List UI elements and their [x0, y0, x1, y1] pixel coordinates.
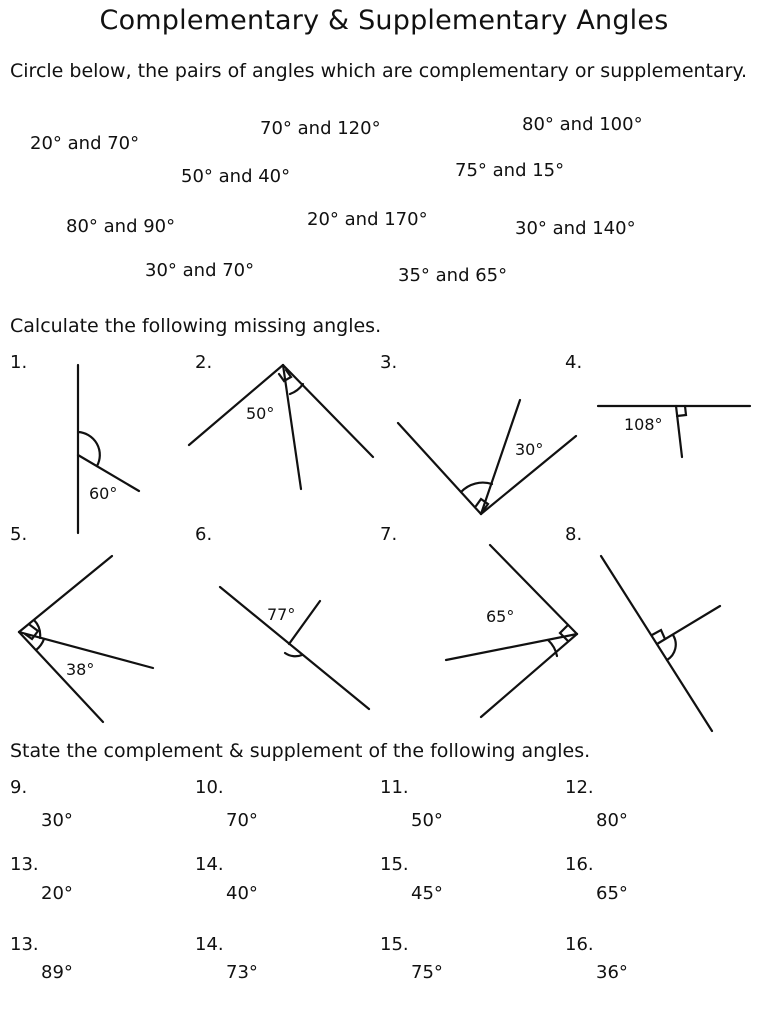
angle-label: 50°: [246, 404, 274, 423]
item-number: 15.: [380, 934, 409, 955]
angle-pair[interactable]: 70° and 120°: [260, 118, 381, 139]
problem-number: 7.: [380, 524, 398, 545]
given-angle: 65°: [596, 883, 628, 904]
angle-label: 65°: [486, 607, 514, 626]
diagram-8: [599, 554, 722, 733]
angle-pair[interactable]: 20° and 170°: [307, 209, 428, 230]
given-angle: 50°: [411, 810, 443, 831]
diagram-3: [396, 398, 578, 516]
problem-number: 1.: [10, 352, 28, 373]
problem-number: 4.: [565, 352, 583, 373]
section1-instruction: Circle below, the pairs of angles which …: [10, 60, 748, 82]
given-angle: 30°: [41, 810, 73, 831]
angle-pair[interactable]: 75° and 15°: [455, 160, 565, 181]
given-angle: 36°: [596, 962, 628, 983]
angle-label: 60°: [89, 484, 117, 503]
problem-number: 2.: [195, 352, 213, 373]
angle-pair[interactable]: 30° and 140°: [515, 218, 636, 239]
angle-label: 38°: [66, 660, 94, 679]
angle-pair[interactable]: 80° and 90°: [66, 216, 176, 237]
given-angle: 70°: [226, 810, 258, 831]
diagram-6: [218, 585, 371, 711]
item-number: 16.: [565, 934, 594, 955]
problem-number: 5.: [10, 524, 28, 545]
problem-number: 3.: [380, 352, 398, 373]
diagram-4: [596, 404, 752, 459]
diagram-7: [444, 543, 579, 719]
item-number: 15.: [380, 854, 409, 875]
angle-pair[interactable]: 50° and 40°: [181, 166, 291, 187]
given-angle: 75°: [411, 962, 443, 983]
diagram-5: [17, 554, 155, 724]
item-number: 13.: [10, 854, 39, 875]
item-number: 10.: [195, 777, 224, 798]
given-angle: 89°: [41, 962, 73, 983]
given-angle: 40°: [226, 883, 258, 904]
angle-label: 108°: [624, 415, 663, 434]
diagram-1: [76, 363, 141, 535]
section3-instruction: State the complement & supplement of the…: [10, 740, 591, 762]
item-number: 14.: [195, 854, 224, 875]
problem-number: 6.: [195, 524, 213, 545]
angle-label: 77°: [267, 605, 295, 624]
given-angle: 45°: [411, 883, 443, 904]
problem-number: 8.: [565, 524, 583, 545]
diagram-2: [187, 363, 375, 491]
angle-pair[interactable]: 80° and 100°: [522, 114, 643, 135]
item-number: 13.: [10, 934, 39, 955]
item-number: 12.: [565, 777, 594, 798]
angle-pair[interactable]: 20° and 70°: [30, 133, 140, 154]
item-number: 9.: [10, 777, 28, 798]
section2-instruction: Calculate the following missing angles.: [10, 315, 382, 337]
item-number: 16.: [565, 854, 594, 875]
given-angle: 20°: [41, 883, 73, 904]
worksheet-title: Complementary & Supplementary Angles: [99, 5, 669, 36]
item-number: 11.: [380, 777, 409, 798]
angle-label: 30°: [515, 440, 543, 459]
item-number: 14.: [195, 934, 224, 955]
given-angle: 80°: [596, 810, 628, 831]
angle-pair[interactable]: 35° and 65°: [398, 265, 508, 286]
given-angle: 73°: [226, 962, 258, 983]
angle-pair[interactable]: 30° and 70°: [145, 260, 255, 281]
